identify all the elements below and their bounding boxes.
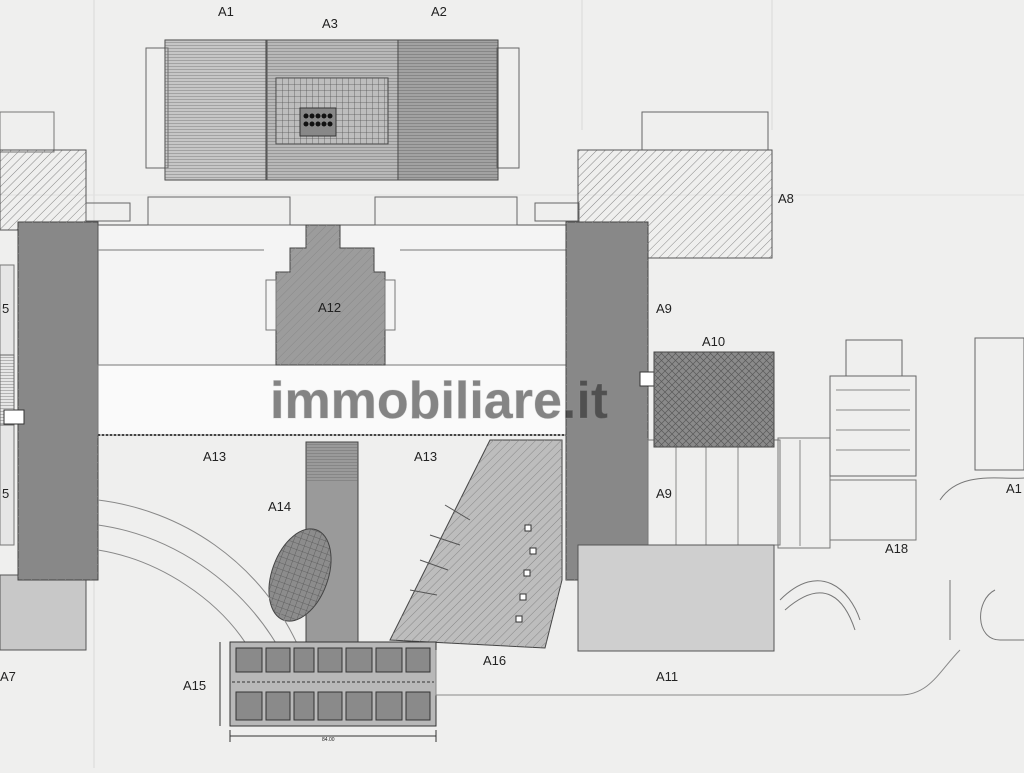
- label-a14: A14: [268, 499, 291, 514]
- building-left-wing: [0, 111, 131, 651]
- label-a5-top: 5: [2, 301, 9, 316]
- label-a11: A11: [656, 669, 678, 684]
- label-a3: A3: [322, 16, 338, 31]
- building-a14: [97, 441, 359, 651]
- label-a16: A16: [483, 653, 506, 668]
- building-a1-a3-a2: [145, 39, 520, 181]
- building-a16: [389, 439, 563, 649]
- label-a2: A2: [431, 4, 447, 19]
- building-a12: [265, 224, 396, 366]
- label-a10: A10: [702, 334, 725, 349]
- watermark-text: immobiliare.it: [270, 372, 608, 430]
- label-a5-bottom: 5: [2, 486, 9, 501]
- label-a9-bottom: A9: [656, 486, 672, 501]
- dimension-text: 84.00: [322, 737, 335, 743]
- label-a13-left: A13: [203, 449, 226, 464]
- building-a9: [565, 221, 831, 581]
- label-a15: A15: [183, 678, 206, 693]
- labels: A1 A3 A2 5 5 A7 A8 A9 A9 A10 A11 A12 A13…: [0, 4, 1022, 743]
- label-a1-right: A1: [1006, 481, 1022, 496]
- building-a11: [577, 544, 775, 652]
- building-a15: [219, 641, 437, 742]
- building-a1-right: [939, 337, 1024, 641]
- label-a8: A8: [778, 191, 794, 206]
- label-a7: A7: [0, 669, 16, 684]
- label-a13-right: A13: [414, 449, 437, 464]
- building-a10: [653, 351, 775, 448]
- building-a18: [779, 339, 917, 631]
- label-a1: A1: [218, 4, 234, 19]
- label-a18: A18: [885, 541, 908, 556]
- label-a9-top: A9: [656, 301, 672, 316]
- label-a12: A12: [318, 300, 341, 315]
